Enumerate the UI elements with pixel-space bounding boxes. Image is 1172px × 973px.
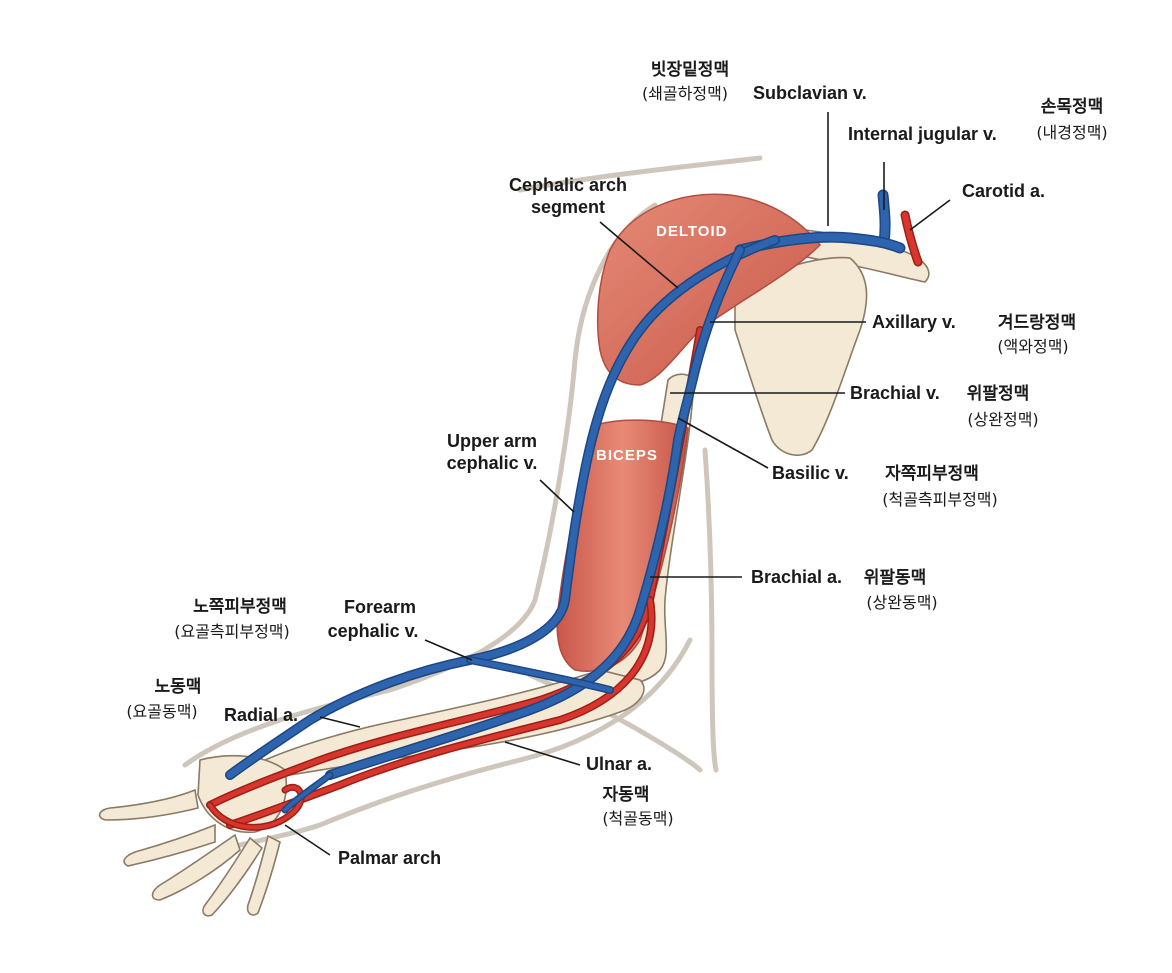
leader-carotid	[909, 199, 951, 231]
deltoid-label: DELTOID	[656, 223, 727, 240]
axillary-en: Axillary v.	[872, 312, 956, 332]
forearm-cephalic-ko-alt: (요골측피부정맥)	[174, 622, 290, 641]
axillary-basilic-vein	[325, 245, 745, 780]
axillary-ko: 겨드랑정맥	[998, 313, 1076, 333]
scapula	[734, 256, 868, 456]
subclavian-ko-alt: (쇄골하정맥)	[642, 84, 728, 103]
forearm-cephalic-ko: 노쪽피부정맥	[193, 597, 287, 617]
leader-ulnar	[504, 741, 581, 766]
leader-basilic	[677, 417, 769, 469]
cephalic-arch-vein	[225, 235, 780, 780]
ulnar-ko: 자동맥	[603, 785, 650, 805]
leader-radial	[319, 716, 361, 728]
ulnar-ko-alt: (척골동맥)	[602, 809, 673, 828]
palmar-arch-en: Palmar arch	[338, 848, 441, 868]
brachial-v-ko: 위팔정맥	[967, 384, 1030, 404]
internal-jugular-ko-alt: (내경정맥)	[1036, 123, 1107, 142]
radial-en: Radial a.	[224, 705, 298, 725]
leader-lines	[284, 112, 951, 856]
subclavian-ko: 빗장밑정맥	[651, 60, 729, 80]
leader-cephalic-arch	[599, 221, 679, 289]
carotid-en: Carotid a.	[962, 181, 1045, 201]
brachial-a-ko: 위팔동맥	[864, 568, 927, 588]
labels: 빗장밑정맥 (쇄골하정맥) Subclavian v. 손목정맥 Interna…	[126, 60, 1107, 868]
basilic-en: Basilic v.	[772, 463, 849, 483]
brachial-v-en: Brachial v.	[850, 383, 940, 403]
forearm-cephalic-line2: cephalic v.	[328, 621, 419, 641]
forearm-connecting-vein	[466, 656, 614, 694]
internal-jugular-en: Internal jugular v.	[848, 124, 997, 144]
axillary-ko-alt: (액와정맥)	[997, 337, 1068, 356]
basilic-ko-alt: (척골측피부정맥)	[882, 490, 998, 509]
brachial-a-ko-alt: (상완동맥)	[866, 593, 937, 612]
forearm-cephalic-line1: Forearm	[344, 597, 416, 617]
radial-ko: 노동맥	[155, 677, 202, 697]
upper-arm-cephalic-line1: Upper arm	[447, 431, 537, 451]
radial-ko-alt: (요골동맥)	[126, 702, 197, 721]
internal-jugular-ko: 손목정맥	[1041, 97, 1104, 117]
upper-arm-cephalic-line2: cephalic v.	[447, 453, 538, 473]
leader-forearm-cephalic	[424, 639, 473, 661]
palmar-arch-artery	[206, 783, 305, 831]
leader-palmar-arch	[284, 824, 331, 856]
ulnar-en: Ulnar a.	[586, 754, 652, 774]
brachial-a-en: Brachial a.	[751, 567, 842, 587]
hand-vein	[281, 771, 334, 814]
leader-upper-arm-cephalic	[539, 479, 575, 513]
cephalic-arch-line2: segment	[531, 197, 605, 217]
carotid-artery	[902, 212, 921, 265]
subclavian-en: Subclavian v.	[753, 83, 867, 103]
brachial-v-ko-alt: (상완정맥)	[967, 410, 1038, 429]
biceps-label: BICEPS	[596, 447, 658, 464]
basilic-ko: 자쪽피부정맥	[885, 464, 979, 484]
cephalic-arch-line1: Cephalic arch	[509, 175, 627, 195]
veins	[225, 189, 906, 814]
